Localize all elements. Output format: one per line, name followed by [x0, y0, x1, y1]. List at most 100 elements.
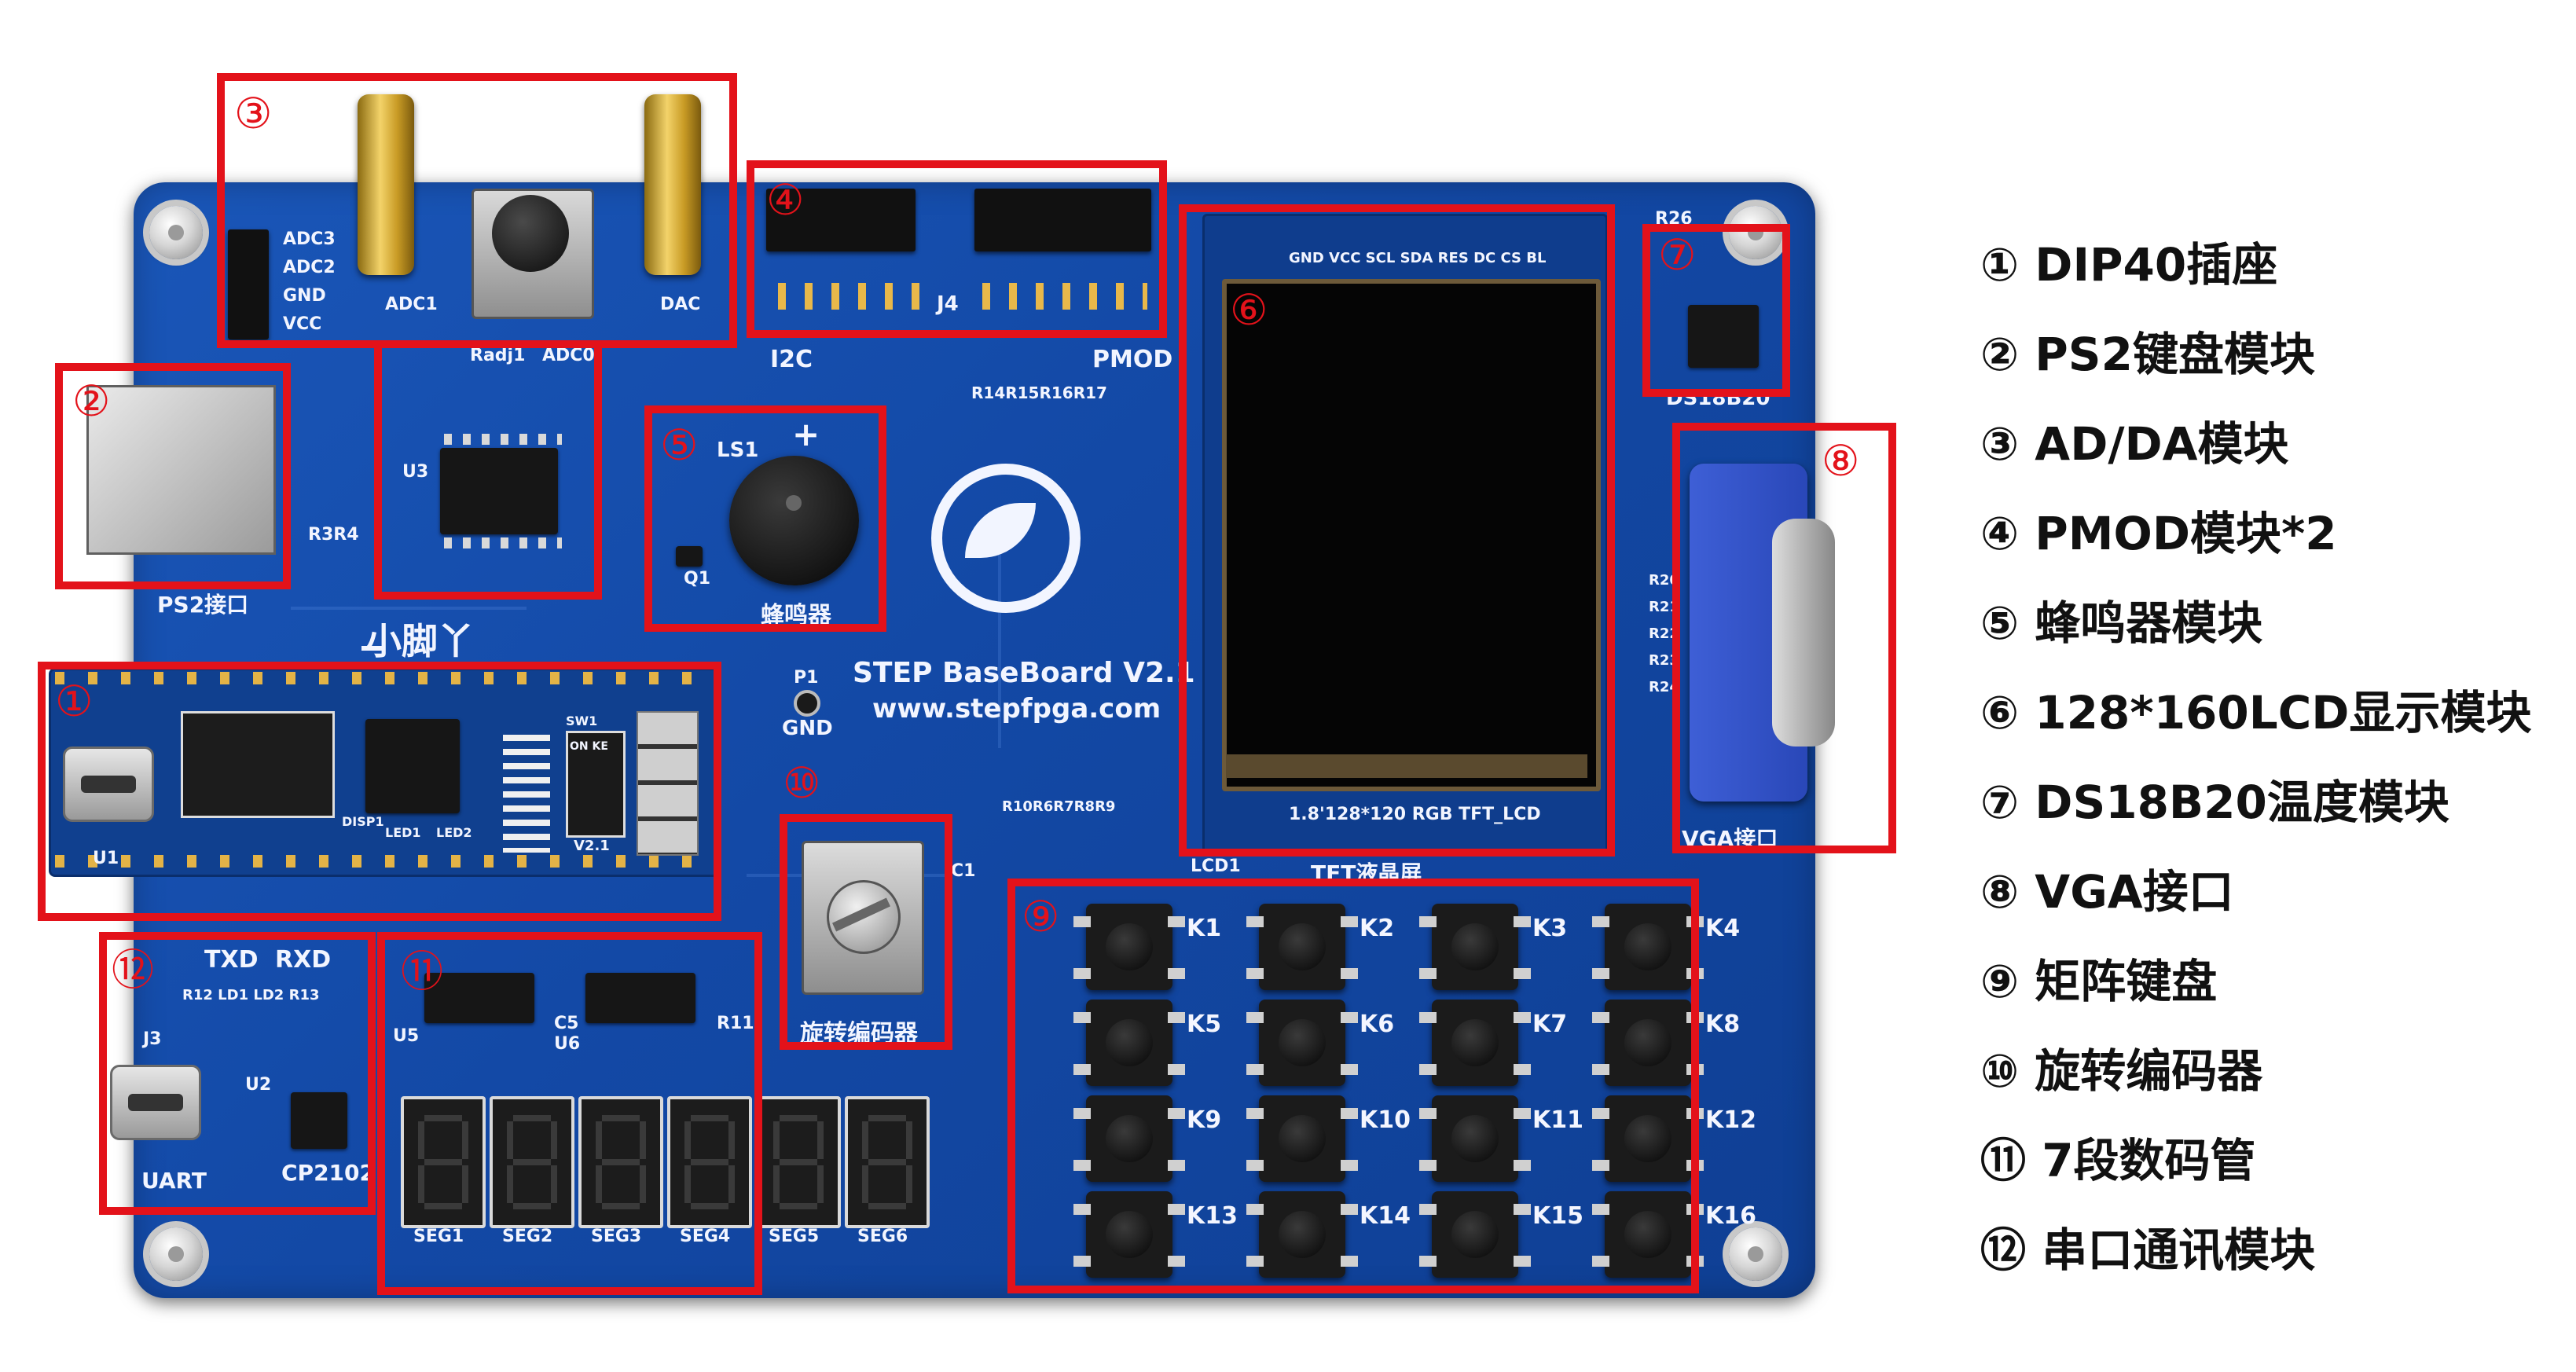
- dual-7seg-display: [181, 711, 335, 818]
- legend-item: ④ PMOD模块*2: [1980, 507, 2337, 560]
- keypad-key-k6[interactable]: [1246, 992, 1358, 1094]
- badge-3: ③: [234, 89, 273, 138]
- micro-usb-port-uart[interactable]: [110, 1065, 201, 1140]
- badge-12: ⑫: [112, 945, 154, 995]
- keypad-key-k5[interactable]: [1073, 992, 1185, 1094]
- board-model: STEP BaseBoard V2.1: [853, 657, 1195, 689]
- mount-hole-bottom-left: [149, 1227, 203, 1281]
- pcb-trace: [291, 607, 527, 610]
- legend-item: ⑦ DS18B20温度模块: [1980, 776, 2449, 829]
- silk-u6: U6: [554, 1034, 581, 1054]
- keypad-key-k4[interactable]: [1592, 896, 1704, 998]
- silk-on: ON KE: [570, 740, 608, 753]
- seven-segment-digit: [490, 1096, 574, 1228]
- silk-uart: UART: [141, 1168, 207, 1194]
- keypad-key-k15[interactable]: [1419, 1183, 1531, 1286]
- silk-lcd-pins: GND VCC SCL SDA RES DC CS BL: [1289, 250, 1547, 266]
- keypad-key-k11[interactable]: [1419, 1088, 1531, 1190]
- keypad-key-k16[interactable]: [1592, 1183, 1704, 1286]
- chip-pins: [444, 537, 562, 548]
- annotation-box-uart: [99, 932, 376, 1215]
- seven-segment-label: SEG1: [413, 1227, 464, 1246]
- keypad-label: K13: [1187, 1202, 1238, 1230]
- keypad-label: K4: [1705, 915, 1741, 942]
- silk-u3: U3: [402, 462, 429, 482]
- board-url: www.stepfpga.com: [872, 693, 1161, 725]
- silk-gnd: GND: [283, 286, 326, 306]
- annotation-box-adda-top: [217, 73, 737, 348]
- micro-usb-port-fpga[interactable]: [63, 747, 154, 822]
- ps2-connector[interactable]: [86, 385, 276, 555]
- silk-sw1: SW1: [566, 714, 598, 728]
- legend-item: ⑪ 7段数码管: [1980, 1134, 2256, 1187]
- legend-item: ② PS2键盘模块: [1980, 328, 2315, 381]
- silk-rxd: RXD: [275, 946, 332, 974]
- silk-r12: R12 LD1 LD2 R13: [182, 987, 320, 1003]
- badge-5: ⑤: [660, 420, 699, 470]
- potentiometer-knob[interactable]: [492, 195, 569, 272]
- keypad-key-k10[interactable]: [1246, 1088, 1358, 1190]
- dip-switch[interactable]: [566, 731, 626, 838]
- keypad-key-k7[interactable]: [1419, 992, 1531, 1094]
- annotation-box-dip40: [38, 662, 721, 921]
- keypad-label: K7: [1532, 1011, 1568, 1038]
- fpga-buttons[interactable]: [637, 711, 699, 856]
- legend-item: ⑤ 蜂鸣器模块: [1980, 596, 2263, 650]
- adc-pin-header: [228, 229, 269, 339]
- silk-i2c: I2C: [770, 346, 813, 373]
- keypad-label: K12: [1705, 1106, 1756, 1134]
- cp2102-chip: [291, 1092, 347, 1149]
- silk-adc1: ADC1: [385, 295, 438, 314]
- silk-led1: LED1: [385, 825, 421, 840]
- silk-radj: Radj1: [470, 346, 526, 365]
- legend-item: ① DIP40插座: [1980, 238, 2278, 292]
- annotation-box-buzzer: [644, 405, 886, 632]
- keypad-key-k9[interactable]: [1073, 1088, 1185, 1190]
- legend-item: ⑧ VGA接口: [1980, 865, 2234, 919]
- annotation-box-adda-bottom: [374, 340, 602, 600]
- keypad-key-k12[interactable]: [1592, 1088, 1704, 1190]
- seven-segment-label: SEG5: [769, 1227, 820, 1246]
- keypad-key-k2[interactable]: [1246, 896, 1358, 998]
- seven-segment-digit: [667, 1096, 752, 1228]
- dip-pins-top: [55, 672, 711, 684]
- silk-r10: R10R6R7R8R9: [1002, 798, 1116, 815]
- silk-u1: U1: [93, 849, 119, 868]
- header-pins: [982, 283, 1147, 310]
- keypad-label: K16: [1705, 1202, 1756, 1230]
- badge-10: ⑩: [783, 758, 821, 808]
- seven-segment-label: SEG2: [502, 1227, 553, 1246]
- silk-ls1: LS1: [717, 438, 759, 462]
- header-pins: [778, 283, 927, 310]
- silk-u2: U2: [245, 1075, 272, 1095]
- silk-adc0: ADC0: [542, 346, 595, 365]
- seven-segment-digit: [756, 1096, 841, 1228]
- legend-item: ③ AD/DA模块: [1980, 417, 2289, 471]
- keypad-key-k1[interactable]: [1073, 896, 1185, 998]
- keypad-label: K5: [1187, 1011, 1222, 1038]
- brand-name: 小脚丫: [365, 620, 474, 662]
- buzzer-hole: [786, 495, 802, 511]
- annotation-box-ps2: [55, 363, 291, 589]
- legend-item: ⑨ 矩阵键盘: [1980, 955, 2218, 1008]
- crown-icon: [361, 619, 385, 651]
- silk-ps2: PS2接口: [157, 592, 249, 618]
- keypad-label: K8: [1705, 1011, 1741, 1038]
- keypad-key-k14[interactable]: [1246, 1183, 1358, 1286]
- buzzer: [729, 456, 859, 585]
- badge-6: ⑥: [1230, 285, 1268, 335]
- keypad-label: K1: [1187, 915, 1222, 942]
- shift-register-u6: [585, 973, 695, 1023]
- vga-shell: [1772, 519, 1835, 747]
- shift-register-u5: [424, 973, 534, 1023]
- led-column: [503, 735, 550, 853]
- annotation-box-lcd: [1179, 204, 1615, 857]
- keypad-label: K15: [1532, 1202, 1583, 1230]
- badge-7: ⑦: [1658, 230, 1697, 280]
- keypad-key-k13[interactable]: [1073, 1183, 1185, 1286]
- keypad-key-k3[interactable]: [1419, 896, 1531, 998]
- badge-11: ⑪: [401, 947, 443, 996]
- silk-cp2102: CP2102: [281, 1160, 375, 1186]
- keypad-key-k8[interactable]: [1592, 992, 1704, 1094]
- silk-disp1: DISP1: [342, 814, 384, 829]
